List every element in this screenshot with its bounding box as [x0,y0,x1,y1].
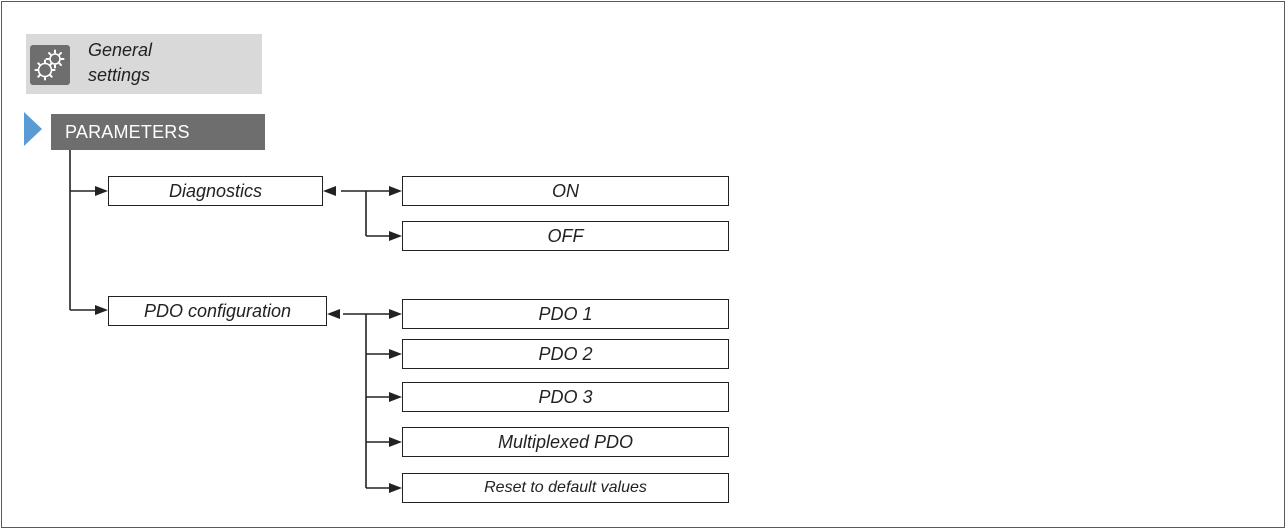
section-arrow-icon [24,112,42,146]
diagnostics-node[interactable]: Diagnostics [108,176,323,206]
gear-icon [30,45,70,85]
diagnostics-option-on[interactable]: ON [402,176,729,206]
title-line-1: General [88,40,153,60]
pdo-option-1[interactable]: PDO 1 [402,299,729,329]
title-line-2: settings [88,65,151,85]
pdo-option-reset-defaults[interactable]: Reset to default values [402,473,729,503]
pdo-option-multiplexed[interactable]: Multiplexed PDO [402,427,729,457]
diagnostics-option-off[interactable]: OFF [402,221,729,251]
general-settings-title: General settings [88,38,152,88]
parameters-section[interactable]: PARAMETERS [51,114,265,150]
pdo-option-3[interactable]: PDO 3 [402,382,729,412]
pdo-configuration-node[interactable]: PDO configuration [108,296,327,326]
pdo-option-2[interactable]: PDO 2 [402,339,729,369]
